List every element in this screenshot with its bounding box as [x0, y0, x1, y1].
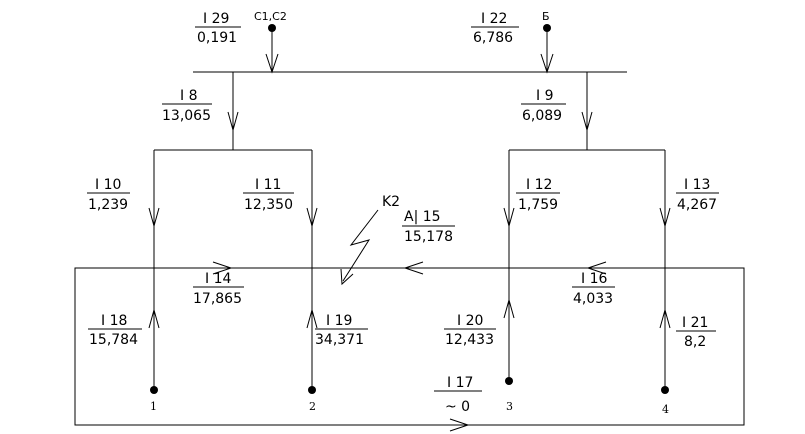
fault-label-k2: K2 [382, 194, 400, 210]
node-3-label: 3 [506, 400, 513, 413]
source-label-b: Б [542, 10, 550, 23]
label-i22-value: 6,786 [473, 30, 513, 46]
label-i13-name: I 13 [684, 177, 710, 193]
label-i10-value: 1,239 [88, 197, 128, 213]
arrow-down-icon [659, 207, 671, 228]
label-i14-name: I 14 [205, 271, 231, 287]
label-i9-name: I 9 [536, 88, 554, 104]
label-i13-value: 4,267 [677, 197, 717, 213]
arrow-down-icon [265, 53, 279, 74]
source-label-c1c2: C1,C2 [254, 10, 287, 23]
node-4-label: 4 [662, 403, 669, 416]
node-4-dot [661, 386, 669, 394]
label-i16-name: I 16 [581, 271, 607, 287]
label-i17-name: I 17 [447, 375, 473, 391]
label-i12-name: I 12 [526, 177, 552, 193]
label-i21-name: I 21 [682, 315, 708, 331]
label-i8-value: 13,065 [162, 108, 211, 124]
arrow-down-icon [148, 207, 160, 228]
label-i18-name: I 18 [101, 313, 127, 329]
node-2-dot [308, 386, 316, 394]
label-i15-value: 15,178 [404, 229, 453, 245]
label-i16-value: 4,033 [573, 291, 613, 307]
label-i17-value: ~ 0 [445, 399, 470, 415]
label-i12-value: 1,759 [518, 197, 558, 213]
label-i11-value: 12,350 [244, 197, 293, 213]
arrow-right-icon [212, 261, 233, 275]
label-i8-name: I 8 [180, 88, 198, 104]
arrow-up-icon [503, 298, 515, 319]
label-i20-name: I 20 [457, 313, 483, 329]
arrow-down-icon [540, 53, 554, 74]
node-3-dot [505, 377, 513, 385]
arrow-down-icon [503, 207, 515, 228]
arrow-up-icon [659, 308, 671, 329]
node-2-label: 2 [309, 400, 316, 413]
label-i18-value: 15,784 [89, 332, 138, 348]
node-1-label: 1 [150, 400, 157, 413]
ring-loop [74, 267, 745, 426]
label-i29-name: I 29 [203, 11, 229, 27]
arrow-up-icon [306, 308, 318, 329]
fault-arrowhead-icon [340, 268, 354, 286]
label-i22-name: I 22 [481, 11, 507, 27]
label-i15-name: A| 15 [404, 209, 441, 225]
label-i14-value: 17,865 [193, 291, 242, 307]
arrow-down-icon [227, 111, 239, 132]
label-i11-name: I 11 [255, 177, 281, 193]
arrow-down-icon [581, 111, 593, 132]
label-i19-value: 34,371 [315, 332, 364, 348]
label-i19-name: I 19 [326, 313, 352, 329]
label-i29-value: 0,191 [197, 30, 237, 46]
arrow-left-icon [403, 261, 424, 275]
arrow-up-icon [148, 308, 160, 329]
label-i21-value: 8,2 [684, 334, 706, 350]
fault-lightning-icon [342, 209, 379, 282]
label-i20-value: 12,433 [445, 332, 494, 348]
label-i9-value: 6,089 [522, 108, 562, 124]
arrow-down-icon [306, 207, 318, 228]
node-1-dot [150, 386, 158, 394]
label-i10-name: I 10 [95, 177, 121, 193]
arrow-left-icon [586, 261, 607, 275]
arrow-right-icon [449, 418, 470, 432]
